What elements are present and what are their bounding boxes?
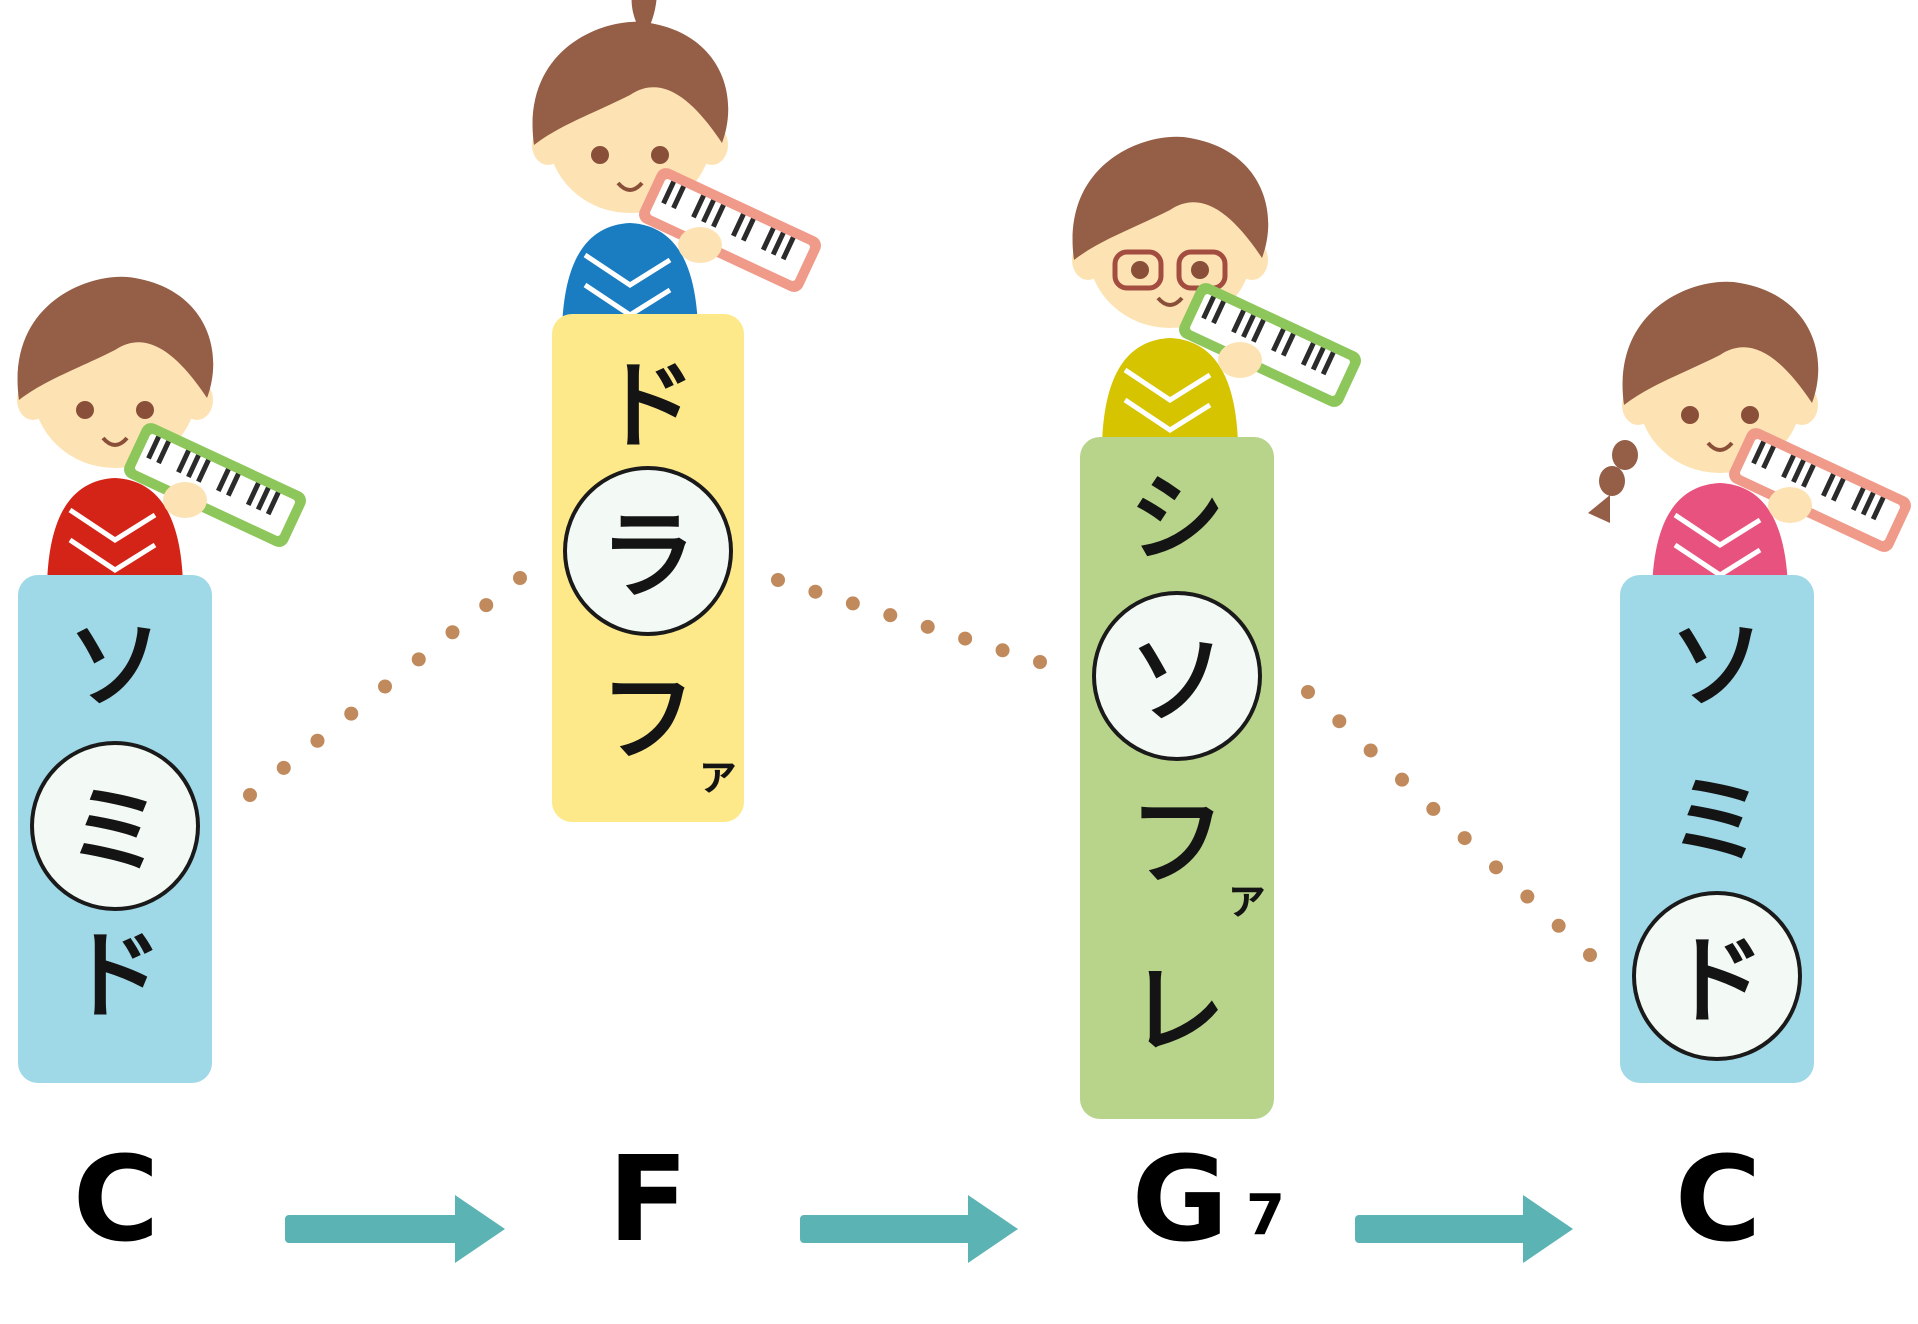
chord-label: C [1675,1130,1762,1268]
children-illustrations [17,0,1911,590]
child-glasses-icon [1072,136,1361,445]
note-label: ソ [1129,625,1225,737]
dot [1332,714,1347,729]
note-label: ド [600,350,696,462]
dot [1395,772,1409,787]
note-label: ソ [67,610,163,722]
small-note-label: ァ [1225,872,1269,923]
note-column-3: シソファレ [1080,437,1274,1119]
dot [1457,831,1472,846]
dot [310,733,325,748]
dot [344,706,359,721]
small-note-label: ァ [696,748,740,799]
dot [1520,889,1535,904]
dot [479,598,494,613]
chord-label: G [1132,1130,1229,1268]
child-pink-shirt-icon [1588,281,1911,590]
dot [445,625,460,640]
dot [771,573,785,587]
note-column-2: ドラファ [552,314,744,822]
dot [883,608,898,623]
arrow-right-icon [1355,1195,1573,1263]
melodica-icon [1179,283,1361,407]
dot [920,619,935,634]
note-column-1: ソミド [18,575,212,1083]
arrow-right-icon [800,1195,1018,1263]
voice-leading-dots [243,571,1597,962]
dot [958,631,973,646]
dot [1489,860,1503,875]
dot [378,679,392,694]
dot [243,788,257,802]
dot [513,571,527,585]
melodica-icon [639,168,821,292]
dot [1551,918,1566,933]
note-label: フ [1129,787,1225,899]
note-label: ラ [600,500,696,612]
child-blue-shirt-icon [532,0,821,330]
note-label: ド [67,920,163,1032]
note-label: ソ [1669,610,1765,722]
root-note-circle [1092,591,1262,761]
dot [1583,948,1597,962]
dot [1301,685,1315,699]
melodica-icon [1729,428,1911,552]
dot [995,643,1010,658]
note-label: ミ [67,775,163,887]
dot [276,760,291,775]
root-note-circle [563,466,733,636]
progression-arrows [285,1195,1573,1263]
chord-label: C [73,1130,160,1268]
melodica-icon [124,423,306,547]
note-label: シ [1129,463,1225,575]
note-columns: ソミドドラファシソファレソミド [18,314,1814,1119]
dot [1363,743,1378,758]
root-note-circle [30,741,200,911]
dot [808,584,823,599]
dot [845,596,860,611]
dot [411,652,426,667]
arrow-right-icon [285,1195,505,1263]
chord-label: F [608,1130,689,1268]
note-label: レ [1129,955,1225,1067]
root-note-circle [1632,891,1802,1061]
dot [1426,801,1441,816]
dot [1033,655,1047,669]
note-column-4: ソミド [1620,575,1814,1083]
chord-subscript: 7 [1246,1183,1285,1248]
child-red-shirt-icon [17,276,306,585]
note-label: フ [600,663,696,775]
note-label: ド [1669,925,1765,1037]
note-label: ミ [1669,765,1765,877]
